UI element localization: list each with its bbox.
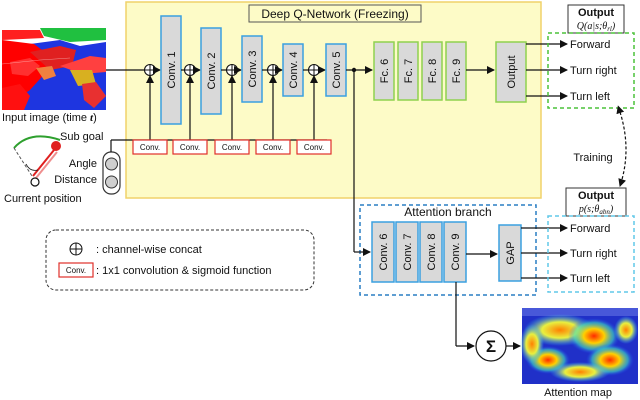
dqn-fc-8	[421, 41, 443, 101]
attention-title: Attention branch	[404, 205, 491, 219]
training-arrow	[616, 105, 627, 187]
output-q-action-turn-right: Turn right	[570, 65, 617, 77]
small-conv-3	[214, 139, 250, 155]
small-conv-4	[255, 139, 291, 155]
dqn-fc-6-label: Fc. 6	[379, 59, 391, 83]
dqn-conv-1-label: Conv. 1	[166, 51, 178, 88]
small-conv-1	[132, 139, 168, 155]
dqn-conv-4-label: Conv. 4	[288, 51, 300, 88]
small-conv-2-label: Conv.	[180, 143, 200, 152]
attention-map	[520, 308, 638, 384]
output-p-formula: p(s;θabn)	[578, 204, 614, 216]
output-q-action-turn-left: Turn left	[570, 91, 610, 103]
att-conv-9	[443, 221, 467, 283]
att-conv-7-label: Conv. 7	[402, 233, 414, 270]
att-conv-6-label: Conv. 6	[378, 233, 390, 270]
current-position-marker	[30, 177, 40, 187]
output-q-header	[567, 4, 625, 34]
dqn-panel	[125, 1, 542, 199]
input-image-label: Input image (time t)	[2, 112, 97, 124]
attention-map-label: Attention map	[544, 387, 612, 399]
small-conv-4-label: Conv.	[263, 143, 283, 152]
output-p-header	[565, 187, 627, 217]
output-q-title: Output	[578, 7, 614, 19]
small-conv-2	[172, 139, 208, 155]
output-q-action-forward: Forward	[570, 39, 610, 51]
angle-label: Angle	[69, 158, 97, 170]
legend-conv-icon	[58, 262, 94, 278]
output-p-panel	[547, 215, 635, 293]
dqn-conv-3	[241, 35, 263, 103]
small-conv-5-label: Conv.	[304, 143, 324, 152]
output-p-action-turn-left: Turn left	[570, 273, 610, 285]
gap-label: GAP	[505, 241, 517, 264]
small-conv-3-label: Conv.	[222, 143, 242, 152]
output-p-action-turn-right: Turn right	[570, 248, 617, 260]
dqn-fc-7-label: Fc. 7	[403, 59, 415, 83]
att-conv-8	[419, 221, 443, 283]
dqn-title-box	[248, 4, 422, 23]
att-conv-6	[371, 221, 395, 283]
legend-conv-text: : 1x1 convolution & sigmoid function	[96, 265, 272, 277]
dqn-fc-8-label: Fc. 8	[427, 59, 439, 83]
training-label: Training	[573, 152, 612, 164]
dqn-fc-7	[397, 41, 419, 101]
dqn-fc-9	[445, 41, 467, 101]
output-p-title: Output	[578, 190, 614, 202]
sum-symbol: Σ	[486, 337, 496, 356]
small-conv-5	[296, 139, 332, 155]
dqn-conv-2-label: Conv. 2	[206, 52, 218, 89]
sub-goal-marker	[51, 141, 61, 151]
small-conv-1-label: Conv.	[140, 143, 160, 152]
distance-label: Distance	[54, 174, 97, 186]
input-image	[1, 28, 106, 110]
dqn-conv-2	[200, 27, 222, 115]
output-block	[495, 41, 527, 103]
dqn-fc-6	[373, 41, 395, 101]
sub-goal-label: Sub goal	[60, 131, 103, 143]
dqn-fc-9-label: Fc. 9	[451, 59, 463, 83]
output-q-panel	[547, 32, 635, 109]
att-conv-7	[395, 221, 419, 283]
current-position-label: Current position	[4, 193, 82, 205]
output-q-formula: Q(a|s;θrl)	[577, 21, 616, 33]
output-p-action-forward: Forward	[570, 223, 610, 235]
legend-concat-text: : channel-wise concat	[96, 244, 202, 256]
dqn-conv-3-label: Conv. 3	[247, 50, 259, 87]
att-conv-9-label: Conv. 9	[450, 233, 462, 270]
legend-conv-icon-label: Conv.	[66, 266, 86, 275]
legend-box	[45, 229, 315, 291]
output-block-label: Output	[506, 55, 518, 88]
dqn-conv-5-label: Conv. 5	[331, 51, 343, 88]
att-conv-8-label: Conv. 8	[426, 233, 438, 270]
goal-diagram	[13, 135, 61, 187]
dqn-title: Deep Q-Network (Freezing)	[261, 7, 408, 21]
